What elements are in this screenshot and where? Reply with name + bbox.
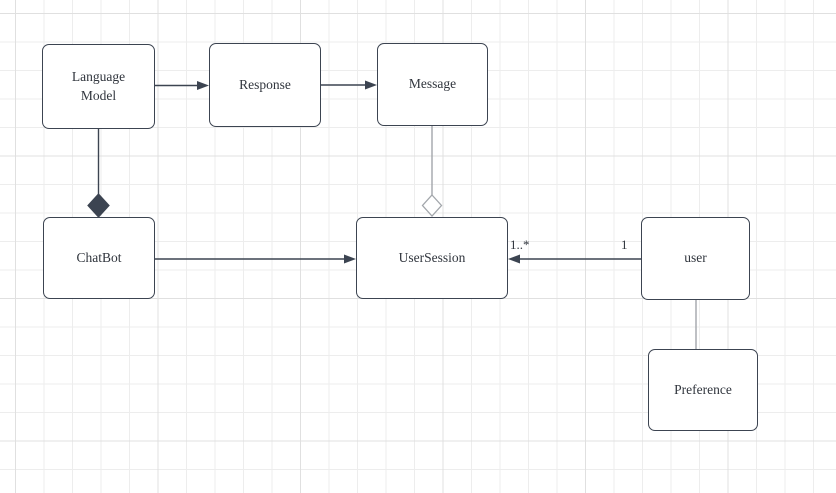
- node-response-label: Response: [239, 76, 291, 92]
- multiplicity-label-user-session[interactable]: 1..*: [510, 237, 530, 252]
- node-response[interactable]: Response: [209, 43, 321, 127]
- edge-language-model-to-response[interactable]: [155, 81, 209, 90]
- arrowhead-right-icon: [344, 254, 356, 264]
- node-language-model-label: Language Model: [71, 69, 126, 103]
- edge-message-aggregation-user-session[interactable]: [421, 126, 443, 217]
- edge-language-model-composition-chatbot[interactable]: [87, 129, 110, 218]
- arrowhead-right-icon: [197, 81, 209, 90]
- node-preference[interactable]: Preference: [648, 349, 758, 431]
- arrowhead-left-icon: [508, 254, 520, 264]
- node-user[interactable]: user: [641, 217, 750, 300]
- aggregation-diamond-icon: [421, 194, 443, 217]
- multiplicity-label-user[interactable]: 1: [621, 237, 628, 252]
- node-user-session[interactable]: UserSession: [356, 217, 508, 299]
- composition-diamond-icon: [87, 193, 110, 218]
- node-language-model[interactable]: Language Model: [42, 44, 155, 129]
- node-message-label: Message: [408, 76, 457, 92]
- node-chatbot[interactable]: ChatBot: [43, 217, 155, 299]
- node-message[interactable]: Message: [377, 43, 488, 126]
- arrowhead-right-icon: [365, 80, 377, 90]
- edge-response-to-message[interactable]: [321, 80, 377, 90]
- node-preference-label: Preference: [674, 381, 732, 397]
- node-user-label: user: [684, 250, 707, 266]
- node-chatbot-label: ChatBot: [76, 249, 122, 265]
- node-user-session-label: UserSession: [398, 249, 466, 265]
- edge-chatbot-to-user-session[interactable]: [155, 254, 356, 264]
- edge-user-to-user-session[interactable]: [508, 254, 641, 264]
